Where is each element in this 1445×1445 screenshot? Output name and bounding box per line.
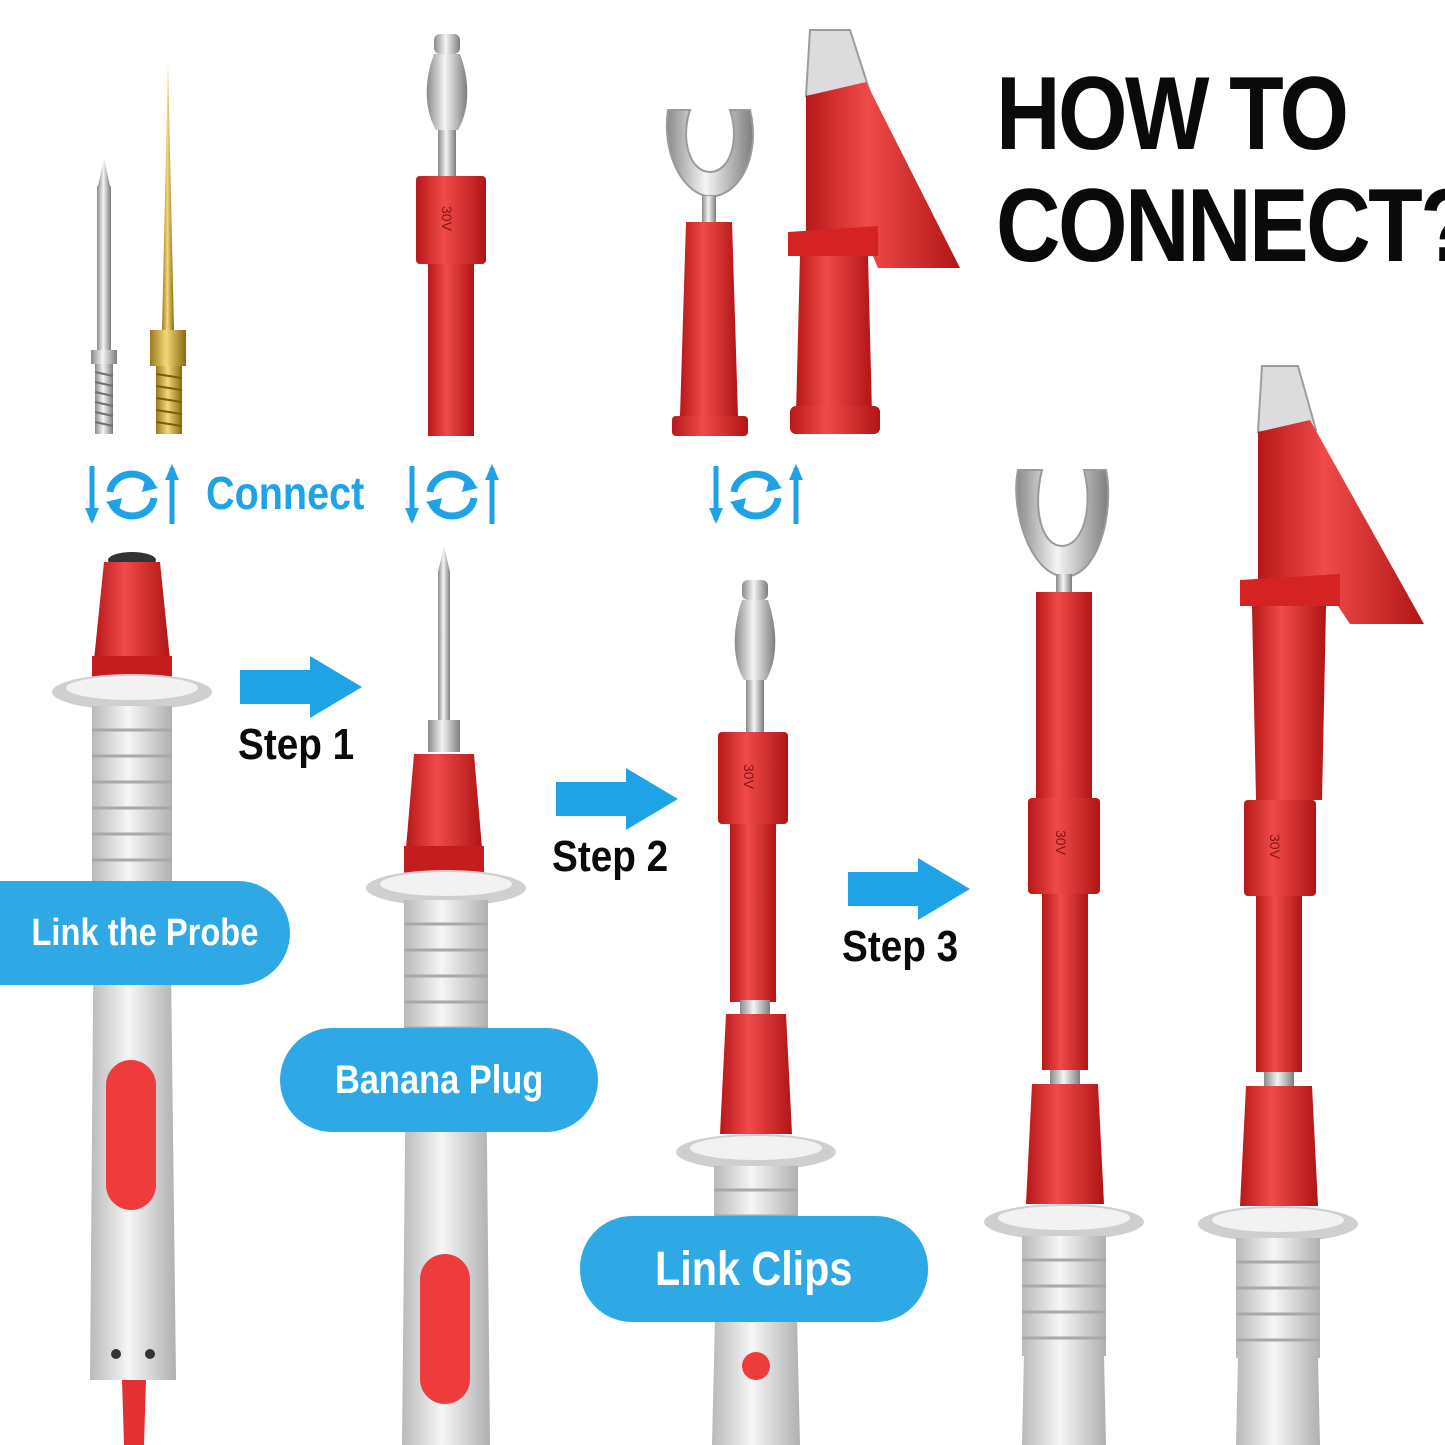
link-clips-pill: Link Clips: [580, 1216, 928, 1322]
step-1-label: Step 1: [238, 720, 355, 769]
test-probe-1: [52, 552, 212, 1445]
banana-plug-adapter: 30V: [416, 34, 486, 436]
gold-probe-tip: [150, 64, 186, 434]
voltage-label: 30V: [1267, 834, 1283, 860]
silver-probe-tip: [91, 158, 117, 434]
swap-arrows-icon: [405, 464, 499, 524]
voltage-label: 30V: [1053, 830, 1069, 856]
test-probe-2: [366, 546, 526, 1445]
test-probe-5: 30V: [1198, 365, 1424, 1445]
right-arrow-icon: [848, 858, 970, 920]
title-line-1: HOW TO: [996, 56, 1349, 172]
right-arrow-icon: [556, 768, 678, 830]
swap-arrows-icon: [85, 464, 179, 524]
step-3-label: Step 3: [842, 922, 959, 971]
connect-label: Connect: [206, 467, 365, 519]
page-title: HOW TO CONNECT?: [996, 58, 1445, 282]
link-probe-pill: Link the Probe: [0, 881, 290, 985]
test-probe-4: 30V: [984, 469, 1144, 1445]
banana-plug-pill: Banana Plug: [280, 1028, 598, 1132]
voltage-label: 30V: [741, 764, 757, 790]
right-arrow-icon: [240, 656, 362, 718]
swap-arrows-icon: [709, 464, 803, 524]
step-2-label: Step 2: [552, 832, 669, 881]
title-line-2: CONNECT?: [996, 168, 1445, 284]
alligator-clip: [788, 29, 960, 434]
spade-fork-terminal: [665, 109, 754, 436]
voltage-label: 30V: [439, 206, 455, 232]
